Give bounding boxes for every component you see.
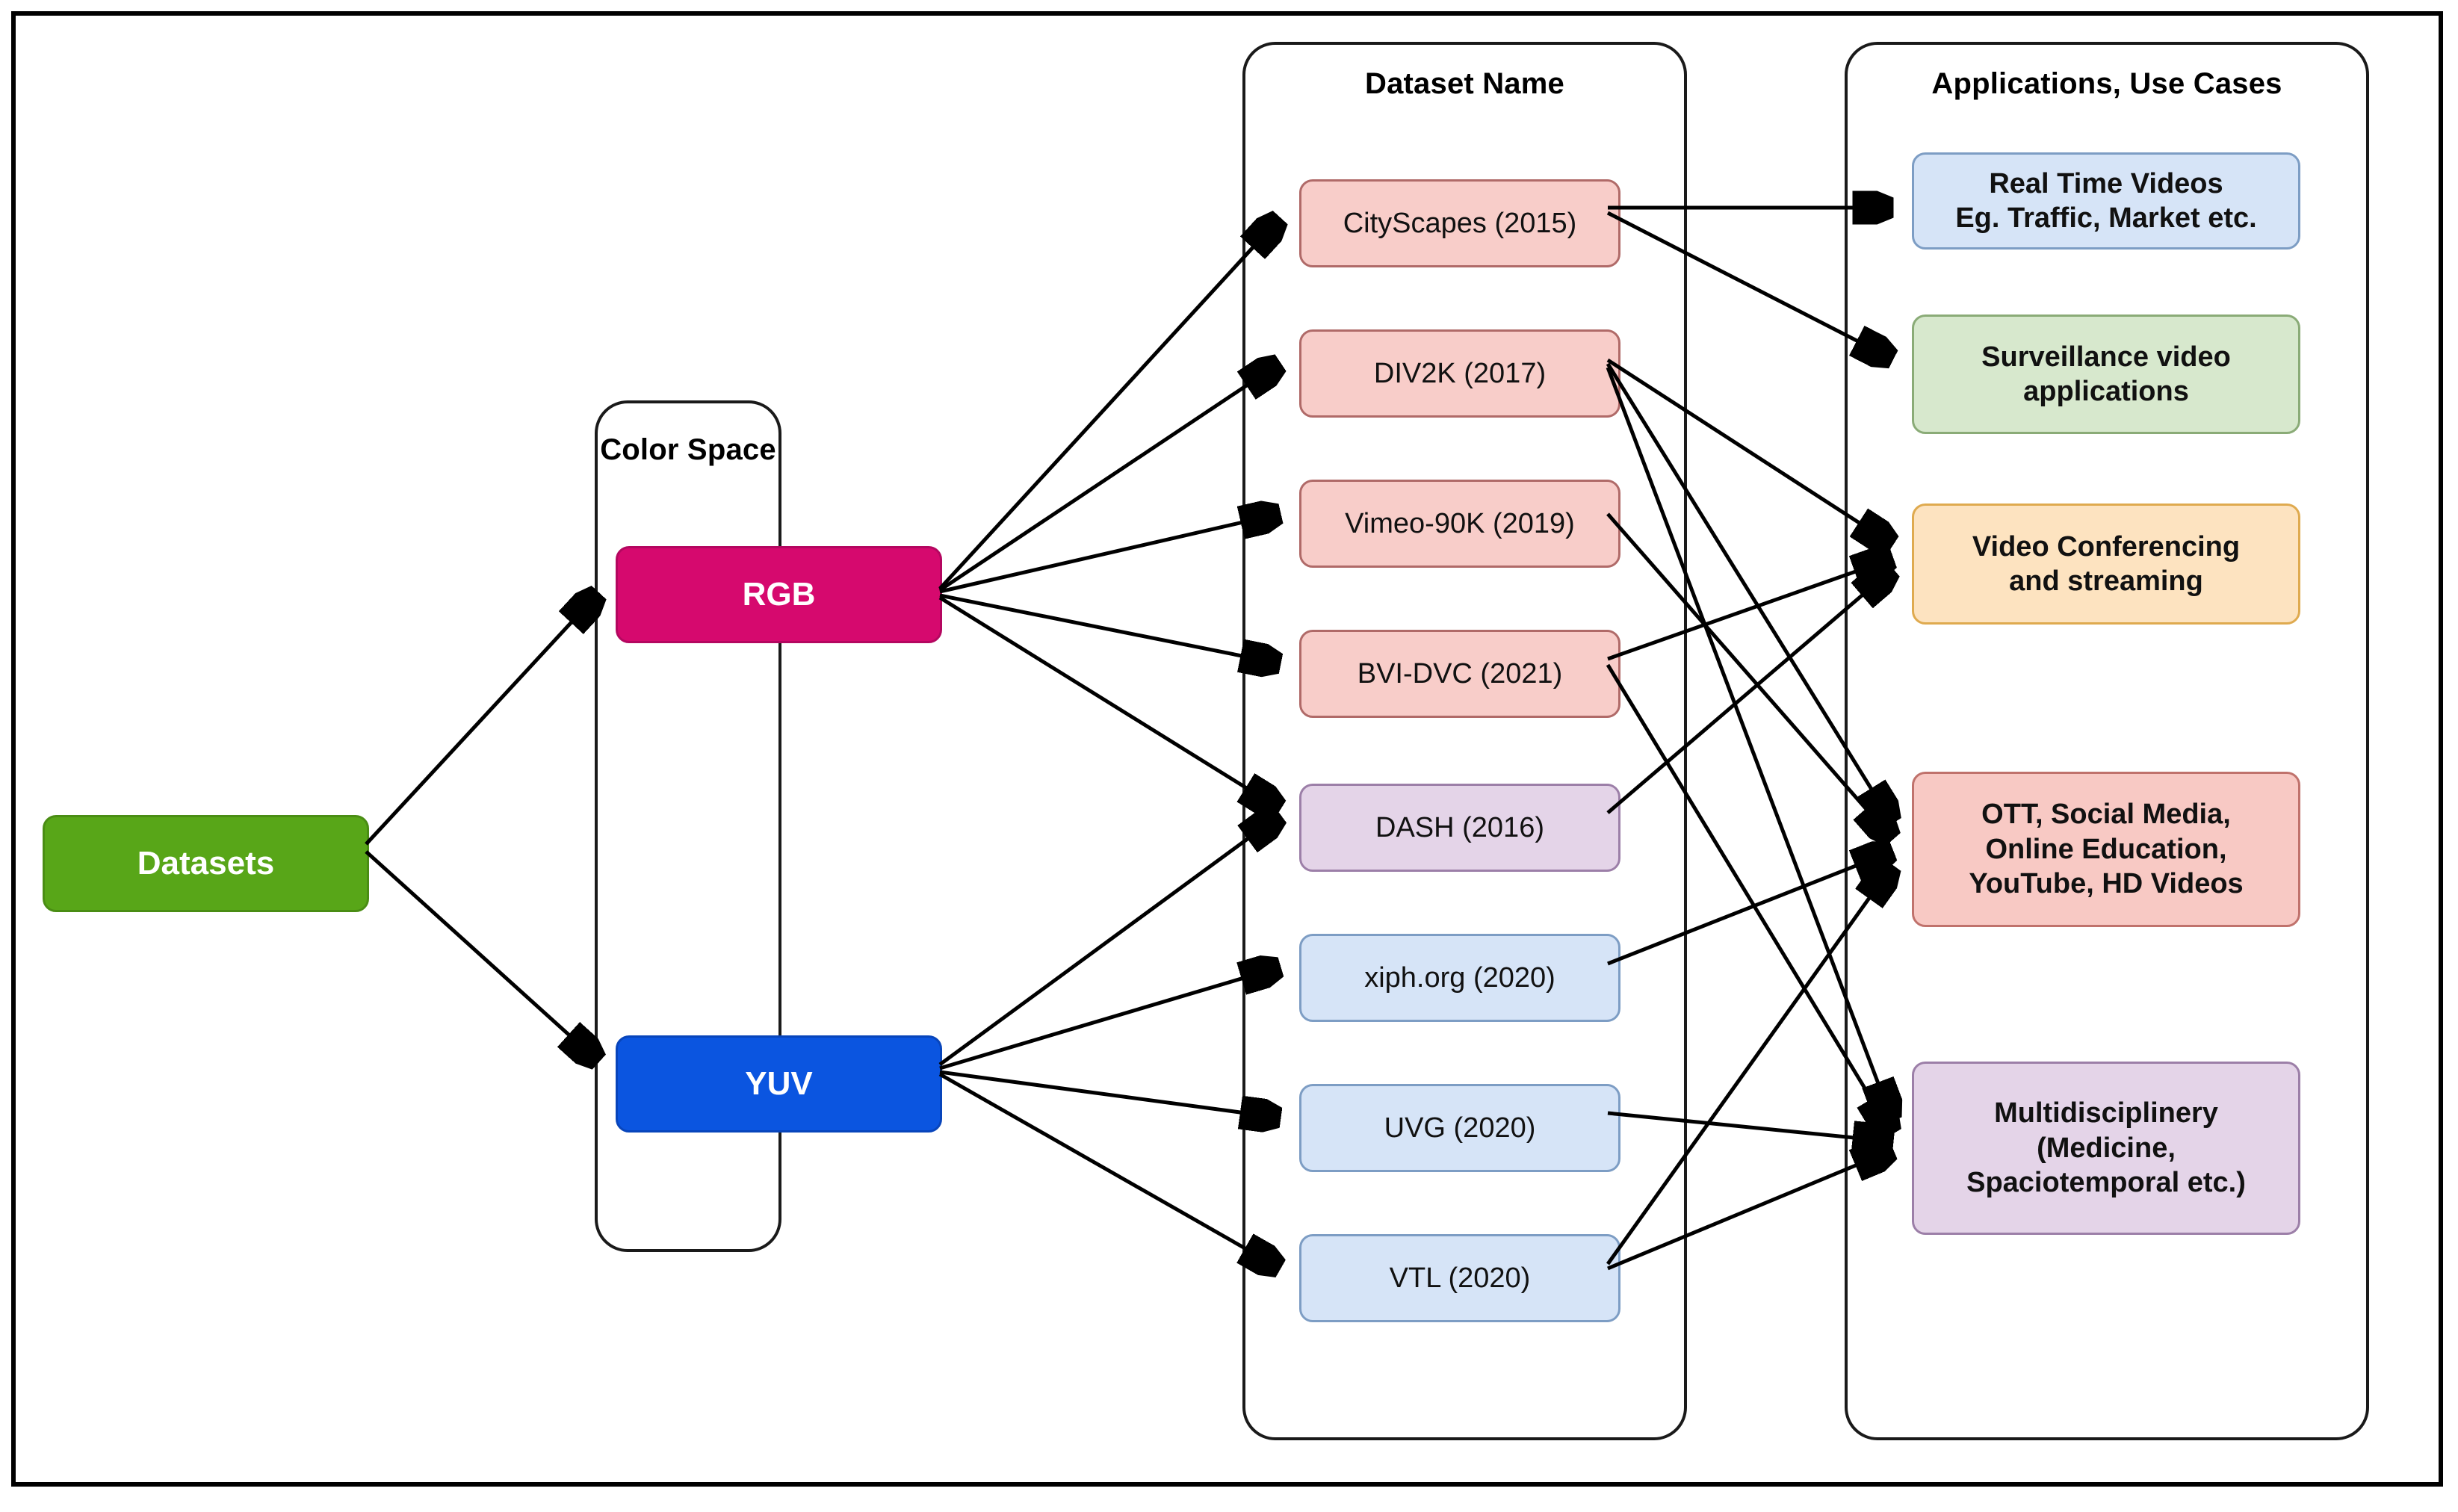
group-color-space-title: Color Space — [600, 433, 776, 466]
node-multidisciplinery[interactable]: Multidisciplinery (Medicine, Spaciotempo… — [1912, 1062, 2300, 1235]
node-yuv[interactable]: YUV — [616, 1035, 942, 1133]
node-cityscapes[interactable]: CityScapes (2015) — [1299, 179, 1620, 267]
node-vtl[interactable]: VTL (2020) — [1299, 1234, 1620, 1322]
node-datasets[interactable]: Datasets — [43, 815, 369, 912]
node-uvg[interactable]: UVG (2020) — [1299, 1084, 1620, 1172]
node-bvidvc[interactable]: BVI-DVC (2021) — [1299, 630, 1620, 718]
group-applications-title: Applications, Use Cases — [1931, 67, 2282, 100]
node-vimeo90k[interactable]: Vimeo-90K (2019) — [1299, 480, 1620, 568]
node-realtime-videos[interactable]: Real Time Videos Eg. Traffic, Market etc… — [1912, 152, 2300, 250]
node-dash[interactable]: DASH (2016) — [1299, 784, 1620, 872]
node-xiph[interactable]: xiph.org (2020) — [1299, 934, 1620, 1022]
node-ott[interactable]: OTT, Social Media, Online Education, You… — [1912, 772, 2300, 927]
node-div2k[interactable]: DIV2K (2017) — [1299, 329, 1620, 418]
node-video-conferencing[interactable]: Video Conferencing and streaming — [1912, 504, 2300, 625]
node-rgb[interactable]: RGB — [616, 546, 942, 643]
diagram-outer-frame: Color Space Dataset Name Applications, U… — [11, 11, 2443, 1487]
group-dataset-name-title: Dataset Name — [1365, 67, 1564, 100]
node-surveillance[interactable]: Surveillance video applications — [1912, 315, 2300, 434]
